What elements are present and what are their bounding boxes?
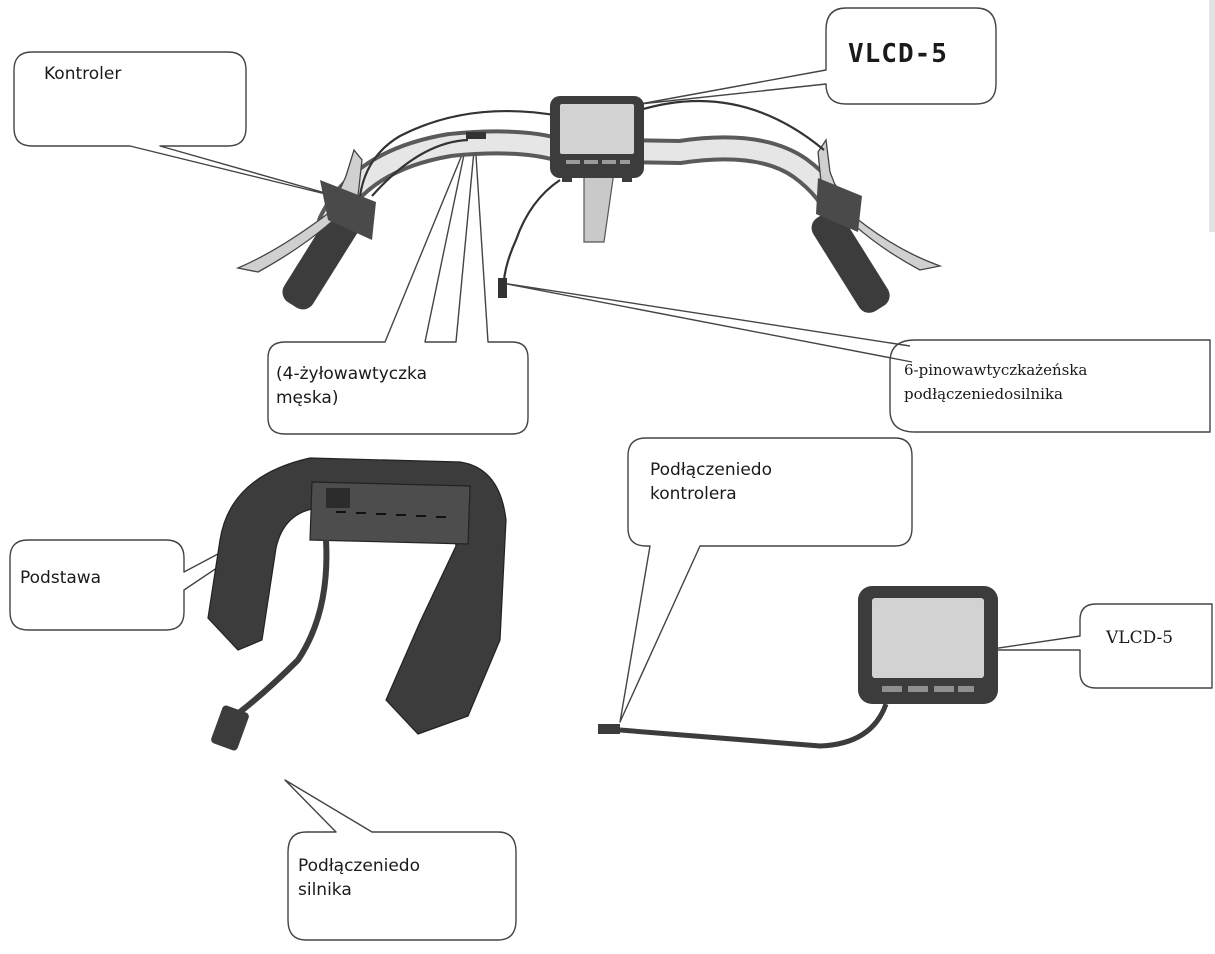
label-female-pin: 6-pinowawtyczkażeńska podłączeniedosilni… — [904, 361, 1088, 403]
label-male-plug: (4-żyłowawtyczka męska) — [276, 364, 427, 408]
display-clamp-left — [562, 166, 572, 182]
standalone-display-screen — [872, 598, 984, 678]
female-connector — [498, 278, 507, 298]
callout-female-pin — [889, 339, 1211, 433]
stem — [583, 171, 615, 243]
motor-connector — [211, 705, 249, 751]
callout-vlcd-top — [639, 7, 997, 105]
male-connector — [466, 132, 486, 139]
display-cable — [619, 703, 889, 749]
wire-display-right — [639, 100, 825, 151]
callout-kontroler — [13, 51, 351, 201]
right-brake-body — [816, 178, 862, 232]
callout-connect-motor — [284, 779, 517, 941]
wire-display-left — [358, 109, 561, 197]
display-screen — [560, 104, 634, 154]
callout-connect-controller — [619, 437, 913, 723]
label-connect-controller: Podłączeniedo kontrolera — [650, 460, 772, 504]
label-vlcd-top: VLCD-5 — [848, 39, 948, 69]
base-latch — [326, 488, 350, 508]
display-clamp-right — [622, 166, 632, 182]
controller-connector — [598, 724, 620, 734]
base-cable — [238, 539, 330, 715]
label-connect-motor: Podłączeniedo silnika — [298, 856, 420, 900]
callout-male-plug — [267, 139, 529, 435]
label-kontroler: Kontroler — [44, 64, 122, 84]
standalone-display — [598, 586, 998, 749]
edge-strip — [1209, 0, 1215, 232]
label-podstawa: Podstawa — [20, 568, 102, 588]
callout-podstawa — [9, 503, 313, 631]
handlebar-assembly — [235, 96, 943, 313]
base-clamp — [207, 457, 507, 735]
wire-controller — [371, 138, 469, 197]
label-vlcd-side: VLCD-5 — [1106, 628, 1174, 648]
wire-motor — [502, 179, 561, 281]
left-grip — [282, 207, 361, 310]
right-grip — [811, 210, 890, 313]
pointer-female-pin — [501, 282, 913, 363]
callout-vlcd-side — [984, 603, 1213, 689]
left-brake-body — [320, 180, 376, 240]
mounting-base — [207, 457, 507, 751]
